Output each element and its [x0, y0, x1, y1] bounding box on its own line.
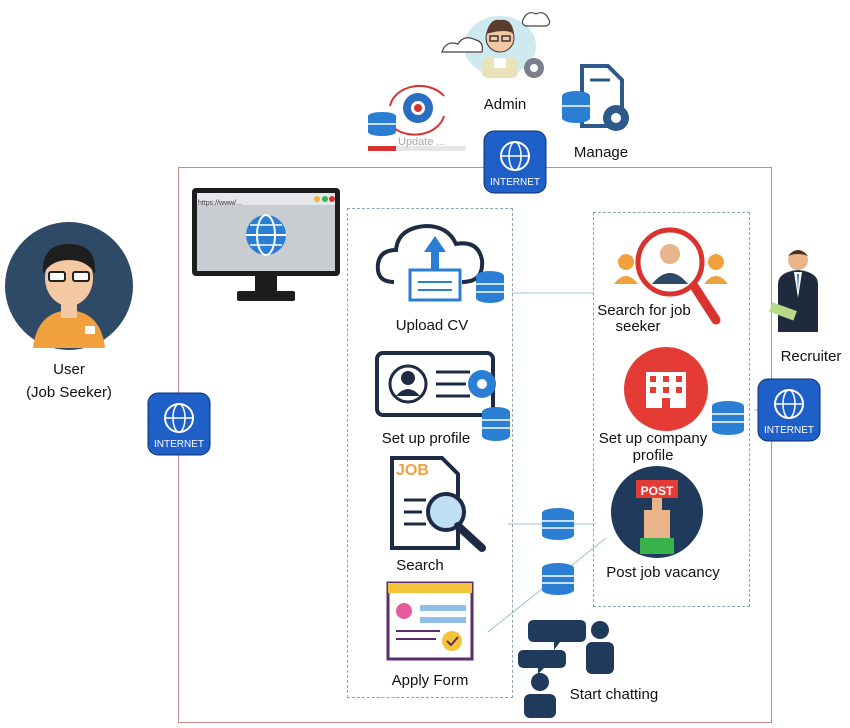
job-seeker-actions-group — [347, 208, 513, 698]
internet-label: INTERNET — [490, 177, 540, 188]
admin-label: Admin — [483, 96, 527, 113]
set-up-profile-label: Set up profile — [381, 430, 471, 447]
post-vacancy-icon — [608, 466, 706, 558]
company-profile-label: Set up company — [598, 430, 708, 447]
apply-form-label: Apply Form — [391, 672, 469, 689]
monitor-browser-icon — [191, 187, 341, 303]
job-search-document-icon — [386, 454, 492, 554]
database-icon-company — [710, 400, 746, 436]
search-job-seeker-label: Search for job — [597, 302, 691, 319]
update-progress-label: Update ... — [398, 136, 446, 148]
internet-badge-left: INTERNET — [147, 392, 211, 456]
search-job-seeker-label-line2: seeker — [615, 318, 661, 335]
company-profile-label-line2: profile — [632, 447, 674, 464]
recruiter-actions-group — [593, 212, 750, 607]
internet-label: INTERNET — [154, 439, 204, 450]
update-gear-icon — [366, 80, 466, 152]
upload-cv-label: Upload CV — [395, 317, 469, 334]
apply-form-icon — [386, 581, 476, 661]
user-label: User — [53, 361, 85, 378]
monitor-url: https://www/... — [198, 200, 242, 207]
chat-people-icon — [516, 614, 624, 718]
search-people-magnifier-icon — [612, 222, 730, 330]
company-building-icon — [620, 346, 712, 432]
post-sign-text: POST — [640, 484, 674, 498]
upload-cloud-icon — [374, 222, 514, 308]
post-job-vacancy-label: Post job vacancy — [606, 564, 720, 581]
manage-label: Manage — [573, 144, 629, 161]
recruiter-figure — [768, 246, 824, 332]
database-icon-search-link — [540, 507, 576, 541]
start-chatting-label: Start chatting — [569, 686, 659, 703]
internet-label: INTERNET — [764, 425, 814, 436]
user-avatar — [3, 220, 135, 352]
profile-card-icon — [374, 350, 514, 444]
recruiter-label: Recruiter — [780, 348, 842, 365]
job-doc-text: JOB — [396, 462, 429, 479]
database-icon-apply-link — [540, 562, 576, 596]
user-role-label: (Job Seeker) — [26, 384, 112, 401]
admin-avatar — [438, 6, 556, 82]
internet-badge-top: INTERNET — [483, 130, 547, 194]
search-label: Search — [396, 557, 444, 574]
internet-badge-right: INTERNET — [757, 378, 821, 442]
manage-database-icon — [560, 60, 636, 136]
